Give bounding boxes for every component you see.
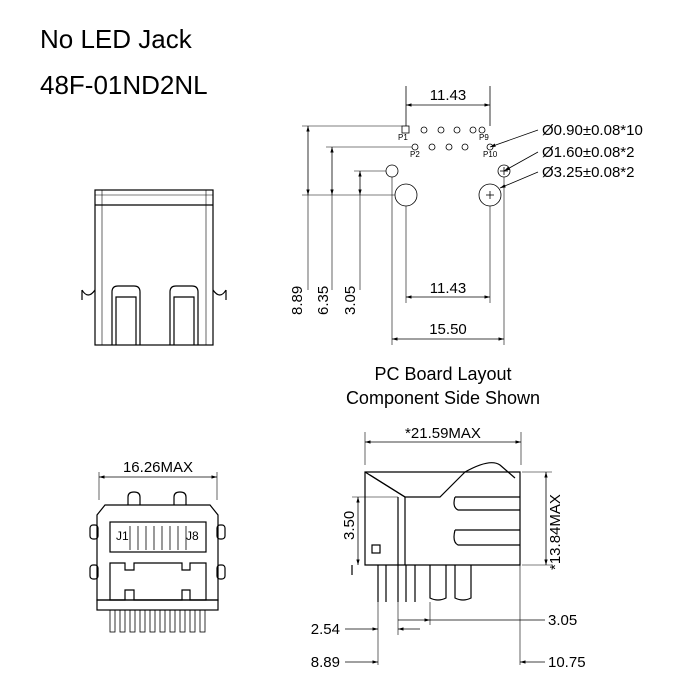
pcb-dim-h3: 3.05 <box>342 286 359 315</box>
pin-label-p1: P1 <box>398 133 408 142</box>
bottom-pin <box>199 609 206 633</box>
side-dim-254: 2.54 <box>311 621 340 638</box>
bottom-pin <box>149 609 156 633</box>
hole-note-small: Ø0.90±0.08*10 <box>542 122 643 139</box>
side-view: *21.59MAX *13.84MAX <box>311 425 586 671</box>
bottom-pin <box>169 609 176 633</box>
side-dim-305: 3.05 <box>548 612 577 629</box>
bottom-pin <box>129 609 136 633</box>
pcb-top-width-dim: 11.43 <box>430 87 466 104</box>
pin-label-p9: P9 <box>479 133 489 142</box>
front-width-dim: 16.26MAX <box>123 459 193 476</box>
pcb-dim-h2: 6.35 <box>315 286 332 315</box>
bottom-pin <box>109 609 116 633</box>
contact-fingers <box>129 526 187 550</box>
pcb-layout: 11.43 P1 P2 P9 <box>289 86 643 408</box>
pcb-bottom-width-dim: 11.43 <box>430 280 466 297</box>
pcb-caption-line2: Component Side Shown <box>346 388 540 408</box>
bottom-pin <box>189 609 196 633</box>
contact-label-j8: J8 <box>186 529 199 543</box>
side-dim-1075: 10.75 <box>548 654 586 671</box>
hole-note-medium: Ø1.60±0.08*2 <box>542 144 634 161</box>
pcb-overall-width-dim: 15.50 <box>429 321 467 338</box>
pcb-dim-h1: 8.89 <box>289 286 306 315</box>
drawing-title: No LED Jack <box>40 24 192 54</box>
side-length-dim: *21.59MAX <box>405 425 481 442</box>
bottom-pin <box>179 609 186 633</box>
pin-label-p10: P10 <box>483 150 498 159</box>
side-dim-889: 8.89 <box>311 654 340 671</box>
side-dim-350: 3.50 <box>341 511 358 540</box>
bottom-pin <box>159 609 166 633</box>
contact-label-j1: J1 <box>116 529 129 543</box>
pin-label-p2: P2 <box>410 150 420 159</box>
side-height-dim: *13.84MAX <box>547 494 564 570</box>
bottom-pin <box>119 609 126 633</box>
front-view: 16.26MAX J1 J8 <box>89 459 226 633</box>
jack-top-view <box>81 189 227 346</box>
bottom-pins <box>109 609 206 633</box>
part-number: 48F-01ND2NL <box>40 70 208 100</box>
hole-note-large: Ø3.25±0.08*2 <box>542 164 634 181</box>
bottom-pin <box>139 609 146 633</box>
pcb-caption-line1: PC Board Layout <box>374 364 511 384</box>
